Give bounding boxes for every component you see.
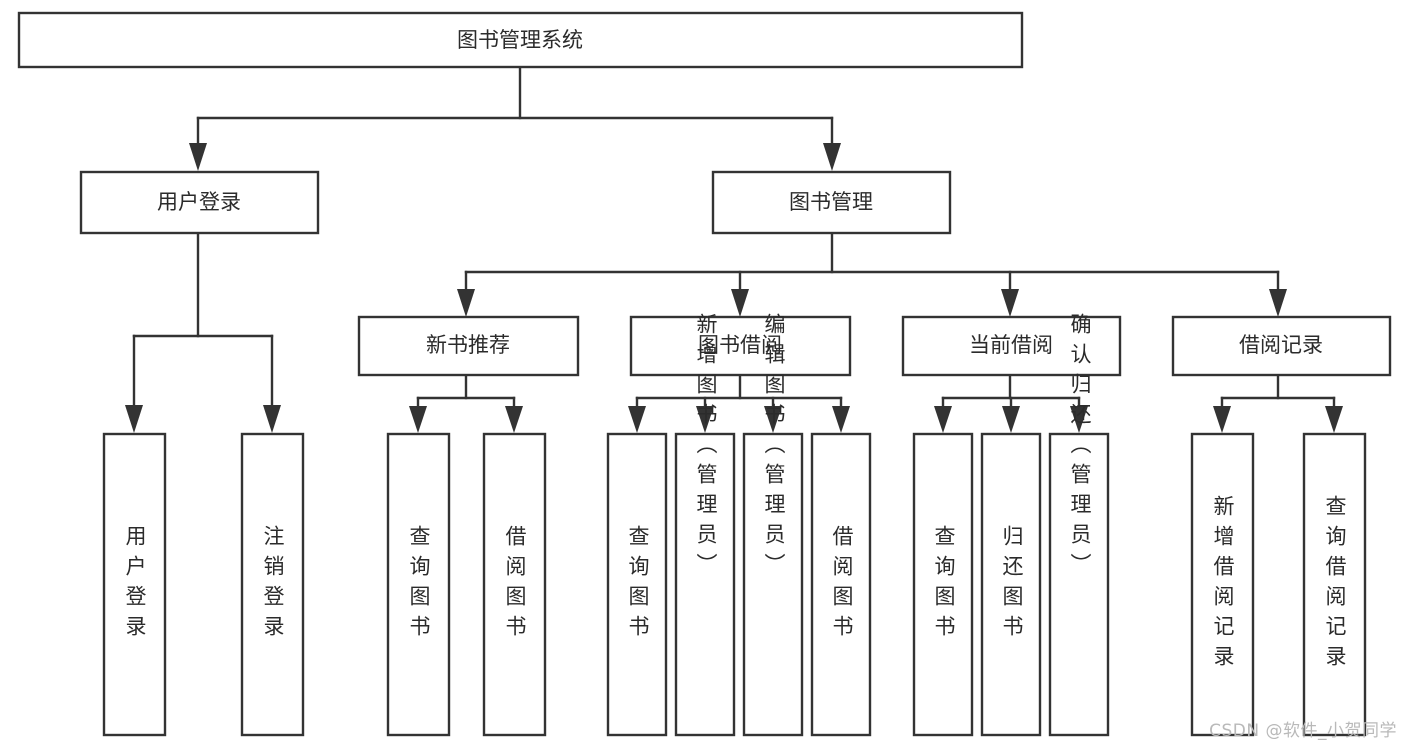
node-current-borrow[interactable]: 当前借阅: [901, 315, 1122, 377]
node-leaf-2-label: 查询图书: [407, 525, 431, 645]
node-root-label: 图书管理系统: [457, 28, 583, 52]
node-book-borrow-box[interactable]: [629, 315, 852, 377]
node-leaf-add-book-admin[interactable]: 新增图书（管理员）: [674, 313, 736, 737]
arrow-head-bm-1: [731, 289, 749, 317]
node-leaf-11-box[interactable]: [1190, 432, 1255, 737]
arrow-head-nb-1: [505, 406, 523, 433]
node-leaf-logout[interactable]: 注销登录: [240, 432, 305, 737]
node-leaf-query-book-3[interactable]: 查询图书: [912, 432, 974, 737]
node-leaf-confirm-return-admin[interactable]: 确认归还（管理员）: [1048, 313, 1110, 737]
node-leaf-query-borrow-record[interactable]: 查询借阅记录: [1302, 432, 1367, 737]
arrow-head-br-1: [1325, 406, 1343, 433]
arrow-head-cb-2: [1070, 406, 1088, 433]
node-leaf-12-box[interactable]: [1302, 432, 1367, 737]
arrow-head-bb-3: [832, 406, 850, 433]
node-leaf-query-book-2[interactable]: 查询图书: [606, 432, 668, 737]
arrow-head-bm-0: [457, 289, 475, 317]
node-leaf-query-book-1[interactable]: 查询图书: [386, 432, 451, 737]
arrow-head-root-0: [189, 143, 207, 171]
node-current-borrow-label: 当前借阅: [969, 333, 1053, 357]
node-leaf-6-label: 编辑图书（管理员）: [762, 313, 786, 583]
edge-group-new-book: [409, 374, 523, 433]
arrow-head-br-0: [1213, 406, 1231, 433]
node-new-book-recommend-box[interactable]: [357, 315, 580, 377]
node-leaf-9-label: 归还图书: [1000, 525, 1024, 645]
node-book-management-label: 图书管理: [789, 190, 873, 214]
arrow-head-bm-2: [1001, 289, 1019, 317]
edge-group-current-borrow: [934, 374, 1088, 433]
arrow-head-bb-1: [696, 406, 714, 433]
node-user-login-label: 用户登录: [157, 190, 241, 214]
node-leaf-borrow-book-1[interactable]: 借阅图书: [482, 432, 547, 737]
arrow-head-ul-0: [125, 405, 143, 433]
node-leaf-5-box[interactable]: [674, 432, 736, 737]
arrow-head-cb-1: [1002, 406, 1020, 433]
node-leaf-user-login[interactable]: 用户登录: [102, 432, 167, 737]
node-book-management[interactable]: 图书管理: [711, 170, 952, 235]
node-leaf-borrow-book-2[interactable]: 借阅图书: [810, 432, 872, 737]
node-user-login[interactable]: 用户登录: [79, 170, 320, 235]
node-leaf-11-label: 新增借阅记录: [1211, 495, 1235, 675]
node-book-borrow[interactable]: 图书借阅: [629, 315, 852, 377]
node-leaf-5-label: 新增图书（管理员）: [694, 313, 718, 583]
node-leaf-12-label: 查询借阅记录: [1323, 495, 1347, 675]
edge-group-book-borrow: [628, 374, 850, 433]
node-leaf-8-box[interactable]: [912, 432, 974, 737]
node-leaf-4-label: 查询图书: [626, 525, 650, 645]
node-leaf-10-label: 确认归还（管理员）: [1068, 313, 1092, 583]
node-book-borrow-label: 图书借阅: [698, 333, 782, 357]
node-leaf-8-label: 查询图书: [932, 525, 956, 645]
arrow-head-cb-0: [934, 406, 952, 433]
node-new-book-recommend[interactable]: 新书推荐: [357, 315, 580, 377]
node-book-management-box[interactable]: [711, 170, 952, 235]
edge-group-book-management: [457, 231, 1287, 317]
node-borrow-record[interactable]: 借阅记录: [1171, 315, 1392, 377]
arrow-head-nb-0: [409, 406, 427, 433]
edge-group-borrow-record: [1213, 374, 1343, 433]
node-leaf-4-box[interactable]: [606, 432, 668, 737]
node-leaf-1-label: 注销登录: [261, 525, 285, 645]
node-root-box[interactable]: [17, 11, 1024, 69]
node-leaf-2-box[interactable]: [386, 432, 451, 737]
node-leaf-6-box[interactable]: [742, 432, 804, 737]
arrow-head-root-1: [823, 143, 841, 171]
node-leaf-10-box[interactable]: [1048, 432, 1110, 737]
node-leaf-7-label: 借阅图书: [830, 525, 854, 645]
node-current-borrow-box[interactable]: [901, 315, 1122, 377]
node-user-login-box[interactable]: [79, 170, 320, 235]
node-root[interactable]: 图书管理系统: [17, 11, 1024, 69]
arrow-head-bb-0: [628, 406, 646, 433]
node-new-book-recommend-label: 新书推荐: [426, 333, 510, 357]
node-leaf-edit-book-admin[interactable]: 编辑图书（管理员）: [742, 313, 804, 737]
node-borrow-record-box[interactable]: [1171, 315, 1392, 377]
node-borrow-record-label: 借阅记录: [1239, 333, 1323, 357]
arrow-head-ul-1: [263, 405, 281, 433]
node-leaf-3-box[interactable]: [482, 432, 547, 737]
node-leaf-return-book[interactable]: 归还图书: [980, 432, 1042, 737]
arrow-head-bm-3: [1269, 289, 1287, 317]
node-leaf-7-box[interactable]: [810, 432, 872, 737]
edge-group-user-login: [125, 231, 281, 433]
node-leaf-0-label: 用户登录: [123, 525, 147, 645]
node-leaf-9-box[interactable]: [980, 432, 1042, 737]
edge-group-root: [189, 65, 841, 171]
arrow-head-bb-2: [764, 406, 782, 433]
node-leaf-1-box[interactable]: [240, 432, 305, 737]
node-leaf-add-borrow-record[interactable]: 新增借阅记录: [1190, 432, 1255, 737]
node-leaf-3-label: 借阅图书: [503, 525, 527, 645]
node-leaf-0-box[interactable]: [102, 432, 167, 737]
